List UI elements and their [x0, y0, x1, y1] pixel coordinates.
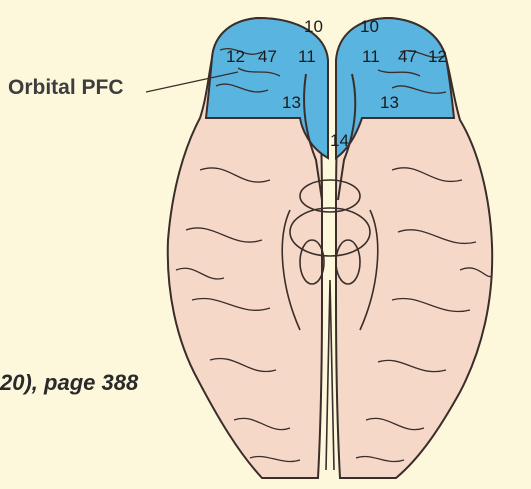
area-label: 10	[304, 17, 323, 36]
figure-caption: 20), page 388	[0, 370, 138, 396]
area-label: 10	[360, 17, 379, 36]
area-label: 47	[258, 47, 277, 66]
area-label: 47	[398, 47, 417, 66]
area-label: 13	[380, 93, 399, 112]
area-label: 14	[330, 131, 349, 150]
area-label: 13	[282, 93, 301, 112]
area-label: 12	[428, 47, 447, 66]
area-label: 11	[298, 47, 316, 66]
area-label: 11	[362, 47, 380, 66]
orbital-pfc-callout: Orbital PFC	[8, 76, 124, 100]
area-label: 12	[226, 47, 245, 66]
